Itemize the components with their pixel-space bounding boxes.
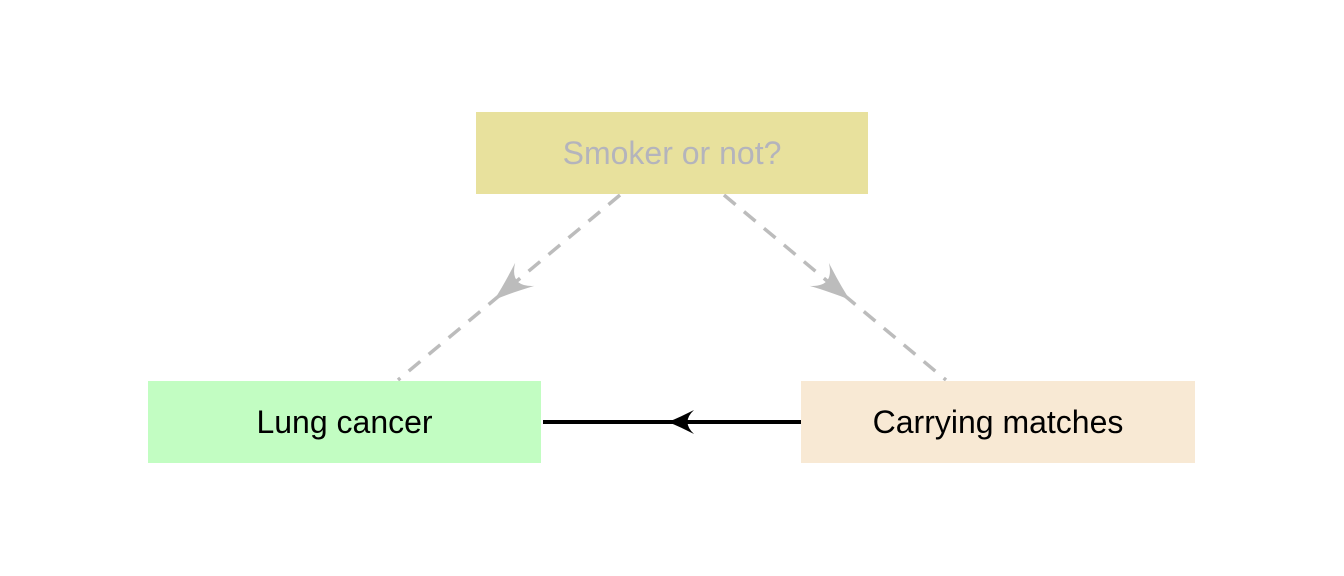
node-carrying-matches: Carrying matches — [801, 381, 1195, 463]
arrowhead-smoker-to-lung-cancer — [494, 262, 535, 300]
node-lung-cancer-label: Lung cancer — [256, 404, 433, 440]
node-smoker-label: Smoker or not? — [562, 135, 782, 171]
node-smoker: Smoker or not? — [476, 112, 868, 194]
node-lung-cancer: Lung cancer — [148, 381, 541, 463]
node-carrying-matches-label: Carrying matches — [872, 404, 1124, 440]
arrowhead-carrying-matches-to-lung-cancer — [668, 410, 694, 434]
arrowhead-smoker-to-carrying-matches — [809, 262, 850, 300]
